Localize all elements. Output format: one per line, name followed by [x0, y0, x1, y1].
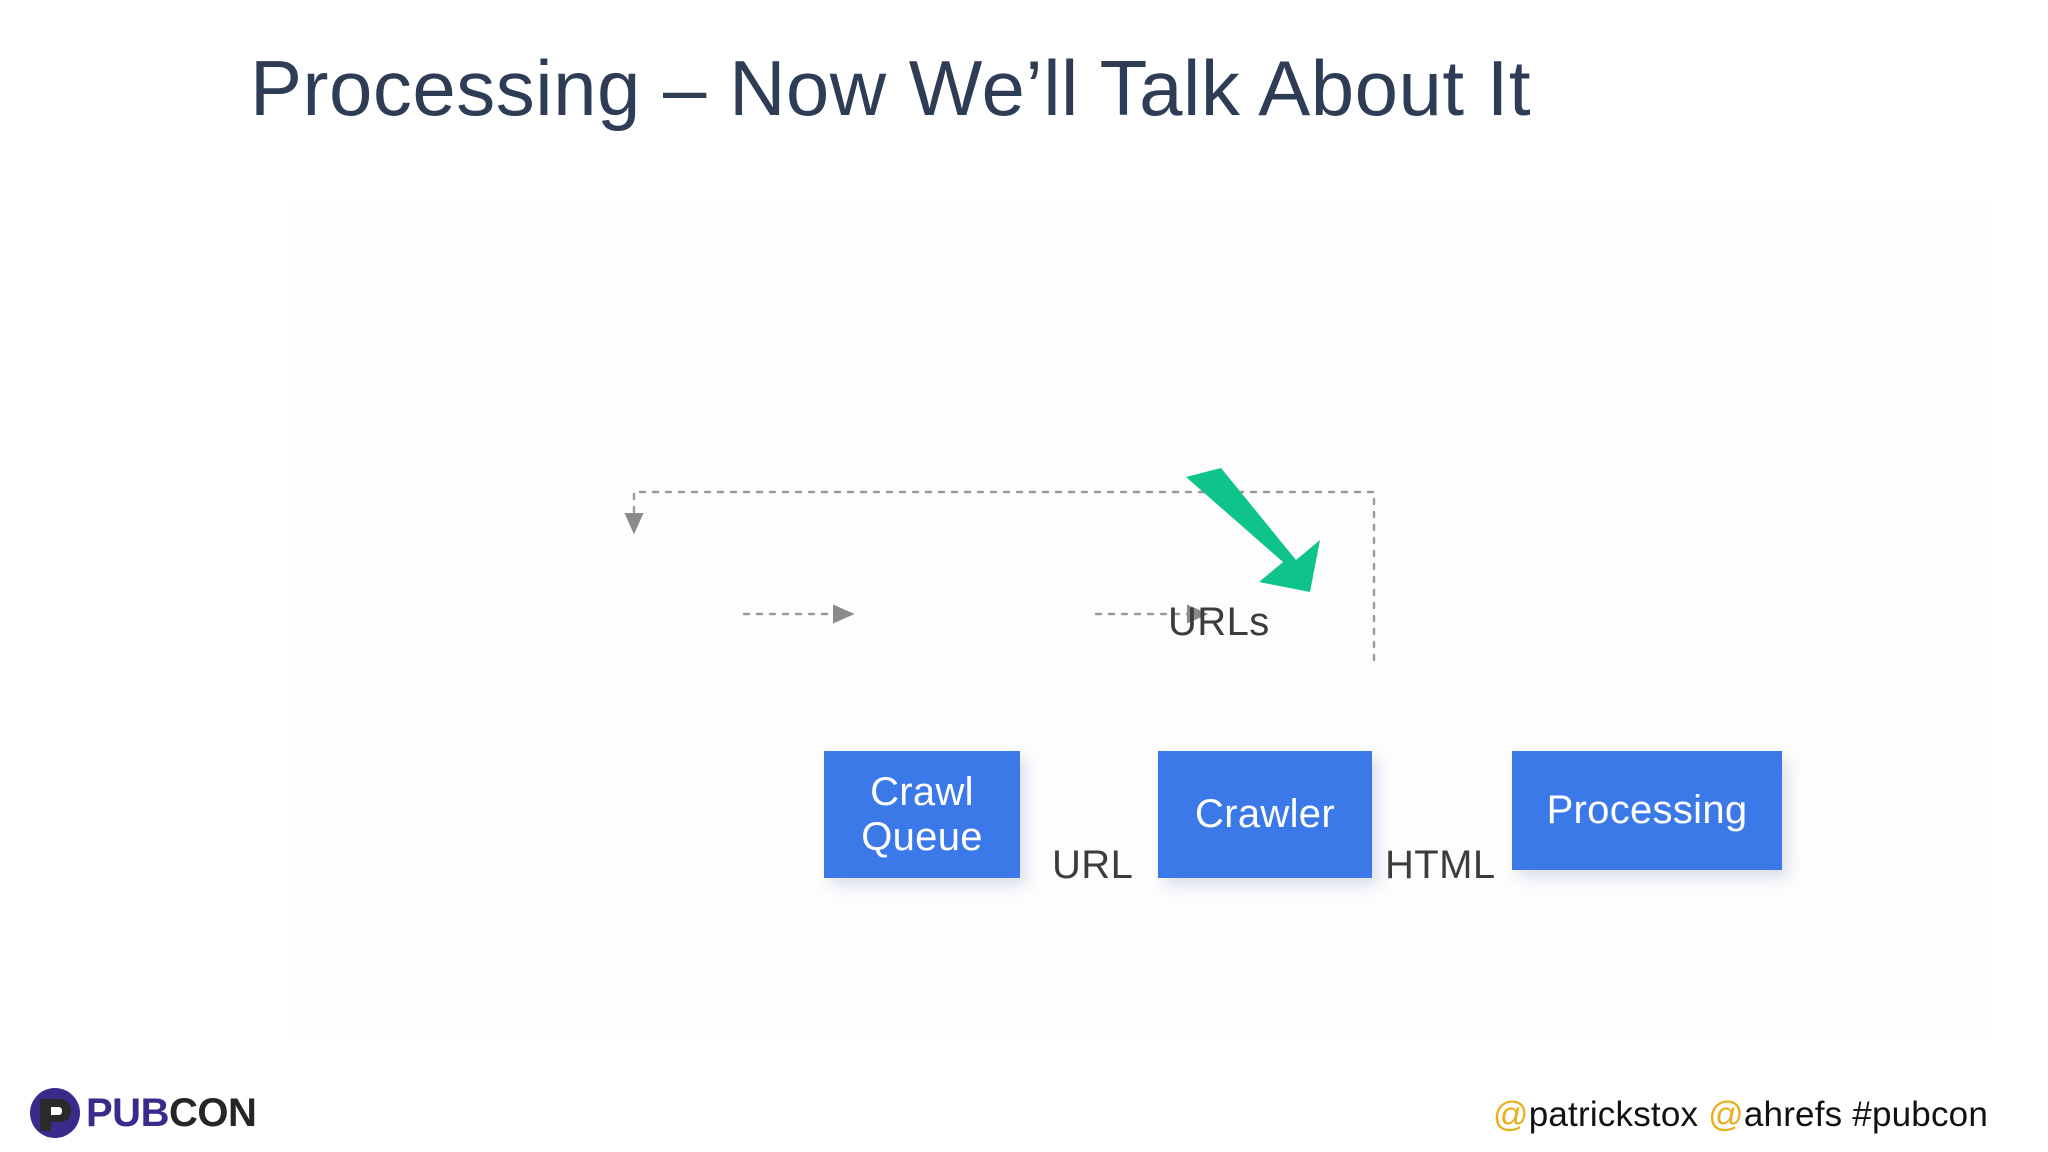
crawl-pipeline-diagram: Crawl Queue Crawler Processing URLs URL … [290, 200, 1990, 1040]
handle-separator-1 [1698, 1095, 1708, 1134]
handle-separator-2 [1842, 1095, 1852, 1134]
diagram-box-crawl-queue: Crawl Queue [824, 751, 1020, 878]
handle-patrickstox: patrickstox [1528, 1095, 1699, 1134]
at-icon-2: @ [1708, 1095, 1744, 1134]
pubcon-p-icon [30, 1088, 80, 1138]
social-handles: @patrickstox @ahrefs #pubcon [1493, 1095, 1988, 1135]
diagram-label-html: HTML [1385, 843, 1496, 887]
diagram-label-urls: URLs [1168, 600, 1270, 644]
pubcon-wordmark: PUBCON [86, 1091, 257, 1135]
diagram-box-crawler: Crawler [1158, 751, 1372, 878]
handle-ahrefs: ahrefs [1743, 1095, 1843, 1134]
logo-word-con: CON [168, 1091, 257, 1135]
hashtag-pubcon: #pubcon [1852, 1095, 1988, 1134]
logo-word-pub: PUB [86, 1091, 169, 1135]
at-icon-1: @ [1492, 1095, 1529, 1134]
pubcon-logo: PUBCON [28, 1086, 318, 1140]
highlight-arrow-icon [1186, 468, 1320, 592]
page-title: Processing – Now We’ll Talk About It [250, 44, 1532, 132]
diagram-label-url: URL [1052, 843, 1134, 887]
diagram-box-processing: Processing [1512, 751, 1782, 870]
